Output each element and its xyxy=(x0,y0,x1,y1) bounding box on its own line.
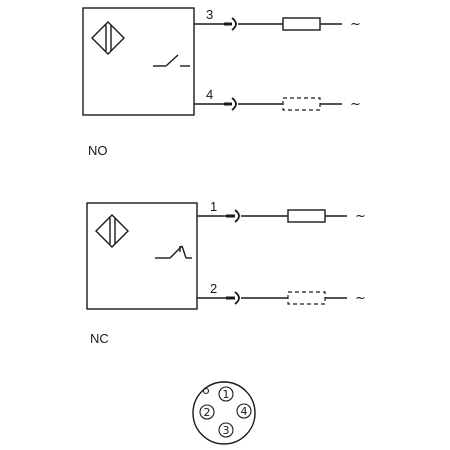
nc-pin-bottom-supply: ~ xyxy=(355,291,366,306)
connector-outline xyxy=(192,381,256,445)
nc-pin-top-wire xyxy=(197,209,347,223)
connector-key-notch xyxy=(202,387,210,395)
connector-pin-1-label: 1 xyxy=(223,388,230,401)
nc-pin-bottom-wire xyxy=(197,291,347,305)
nc-pin-top-number: 1 xyxy=(210,199,217,214)
connector-pin-2-label: 2 xyxy=(204,406,211,419)
no-diagram: 3 ~ 4 ~ NO xyxy=(82,7,361,158)
connector-pin-3-label: 3 xyxy=(223,424,230,437)
no-pin-top-number: 3 xyxy=(206,7,213,22)
no-mode-label: NO xyxy=(88,143,108,158)
nc-load-solid xyxy=(287,209,326,223)
connector-pin-1 xyxy=(218,386,234,402)
no-pin-bottom-wire xyxy=(194,97,342,111)
no-contact-symbol xyxy=(153,54,190,67)
no-load-solid xyxy=(282,17,321,31)
nc-mode-label: NC xyxy=(90,331,109,346)
no-pin-top-wire xyxy=(194,17,342,31)
no-pin-top-supply: ~ xyxy=(350,17,361,32)
no-pin-bottom-supply: ~ xyxy=(350,97,361,112)
no-sensor-body xyxy=(82,7,195,116)
nc-sensor-body xyxy=(86,202,198,310)
nc-pin-top-supply: ~ xyxy=(355,209,366,224)
nc-diagram: 1 ~ 2 ~ NC xyxy=(86,199,366,346)
connector-pin-4 xyxy=(236,403,252,419)
nc-pin-bottom-number: 2 xyxy=(210,281,217,296)
connector-face: 1 2 3 4 xyxy=(192,381,256,445)
no-pin-bottom-number: 4 xyxy=(206,87,213,102)
no-sensor-symbol xyxy=(91,21,125,55)
no-load-dashed xyxy=(282,97,321,111)
nc-sensor-symbol xyxy=(95,214,129,248)
nc-contact-symbol xyxy=(155,245,192,259)
nc-load-dashed xyxy=(287,291,326,305)
connector-pin-2 xyxy=(199,404,215,420)
connector-pin-4-label: 4 xyxy=(241,405,248,418)
connector-pin-3 xyxy=(218,422,234,438)
